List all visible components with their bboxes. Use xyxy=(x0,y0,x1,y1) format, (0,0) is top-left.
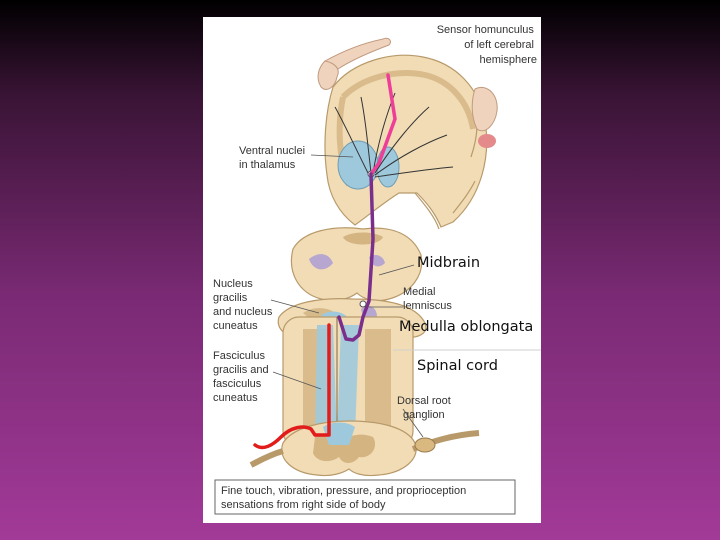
caption-text: Fine touch, vibration, pressure, and pro… xyxy=(221,485,469,511)
spinal-nerve-left xyxy=(249,448,284,468)
region-medulla: Medulla oblongata xyxy=(399,319,533,335)
homunculus-lips xyxy=(478,134,496,148)
synapse-medulla xyxy=(359,300,367,308)
region-spinal-cord: Spinal cord xyxy=(417,358,498,374)
leader-lines xyxy=(270,154,424,438)
homunculus-hand xyxy=(317,60,339,90)
caption-box xyxy=(214,479,516,515)
label-medial-lemniscus: Medial lemniscus xyxy=(403,286,452,312)
region-midbrain: Midbrain xyxy=(417,255,480,271)
fasciculus-tract-right xyxy=(337,325,359,437)
dorsal-column-diagram: Sensor homunculus of left cerebral hemis… xyxy=(213,24,541,515)
label-dorsal-root: Dorsal root ganglion xyxy=(397,395,454,421)
pathway-figure: Sensor homunculus of left cerebral hemis… xyxy=(203,17,541,523)
fasciculus-tract-left xyxy=(315,325,337,437)
homunculus-face xyxy=(471,87,498,132)
dorsal-root-ganglion xyxy=(414,437,436,453)
homunculus-arm xyxy=(324,37,391,70)
label-homunculus: Sensor homunculus of left cerebral hemis… xyxy=(437,24,537,66)
label-fasciculus: Fasciculus gracilis and fasciculus cunea… xyxy=(213,350,272,404)
pathway-red xyxy=(253,323,331,450)
midbrain-medial-lemniscus xyxy=(309,254,333,270)
pathway-pink xyxy=(369,73,397,176)
midbrain-section xyxy=(290,227,423,302)
label-ventral-nuclei: Ventral nuclei in thalamus xyxy=(239,145,308,171)
pathway-purple xyxy=(337,172,375,342)
label-nucleus-gracilis: Nucleus gracilis and nucleus cuneatus xyxy=(213,278,275,332)
dorsal-columns-blue xyxy=(323,422,355,445)
